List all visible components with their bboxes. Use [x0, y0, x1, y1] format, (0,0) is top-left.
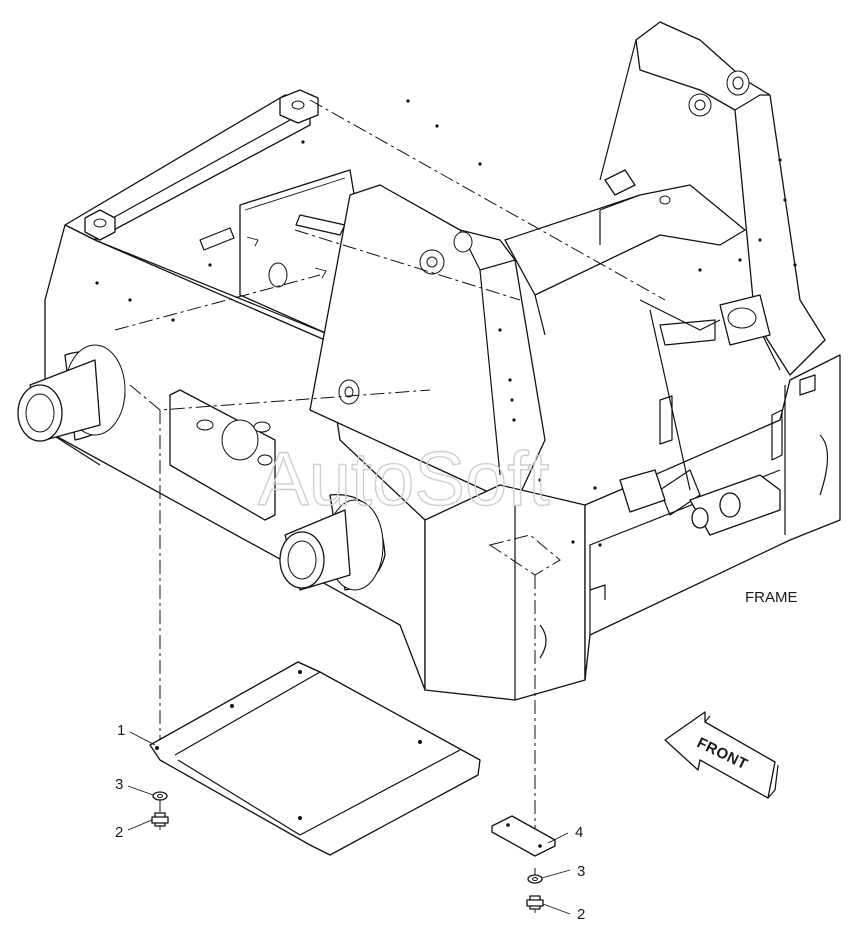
callout-3-left: 3	[115, 776, 123, 793]
cover-plate	[491, 815, 556, 857]
left-front-upright	[309, 184, 546, 506]
callout-1: 1	[117, 722, 125, 739]
assembly-phantom-lines	[114, 99, 666, 880]
callout-leaders	[127, 731, 571, 915]
callout-3-right: 3	[577, 863, 585, 880]
watermark: AutoSoft	[258, 437, 550, 522]
cross-beam	[504, 169, 746, 336]
callout-2-left: 2	[115, 824, 123, 841]
left-axle-housing-front	[279, 494, 386, 591]
belly-pan-plate	[149, 661, 481, 856]
bolt-right	[526, 895, 544, 913]
frame-label: FRAME	[745, 589, 798, 606]
frame-assembly	[17, 21, 841, 701]
washer-right	[527, 874, 543, 884]
washer-left	[152, 791, 168, 801]
bolt-left	[151, 812, 169, 830]
callout-4: 4	[575, 824, 583, 841]
front-direction-arrow: FRONT	[664, 711, 779, 799]
front-chassis-box	[424, 294, 841, 701]
frame-rivet-holes	[95, 99, 797, 547]
right-rear-upright	[599, 21, 826, 376]
callout-2-right: 2	[577, 906, 585, 923]
callout-labels: 1 3 2 4 3 2	[115, 722, 585, 923]
left-axle-housing-rear	[17, 344, 126, 442]
